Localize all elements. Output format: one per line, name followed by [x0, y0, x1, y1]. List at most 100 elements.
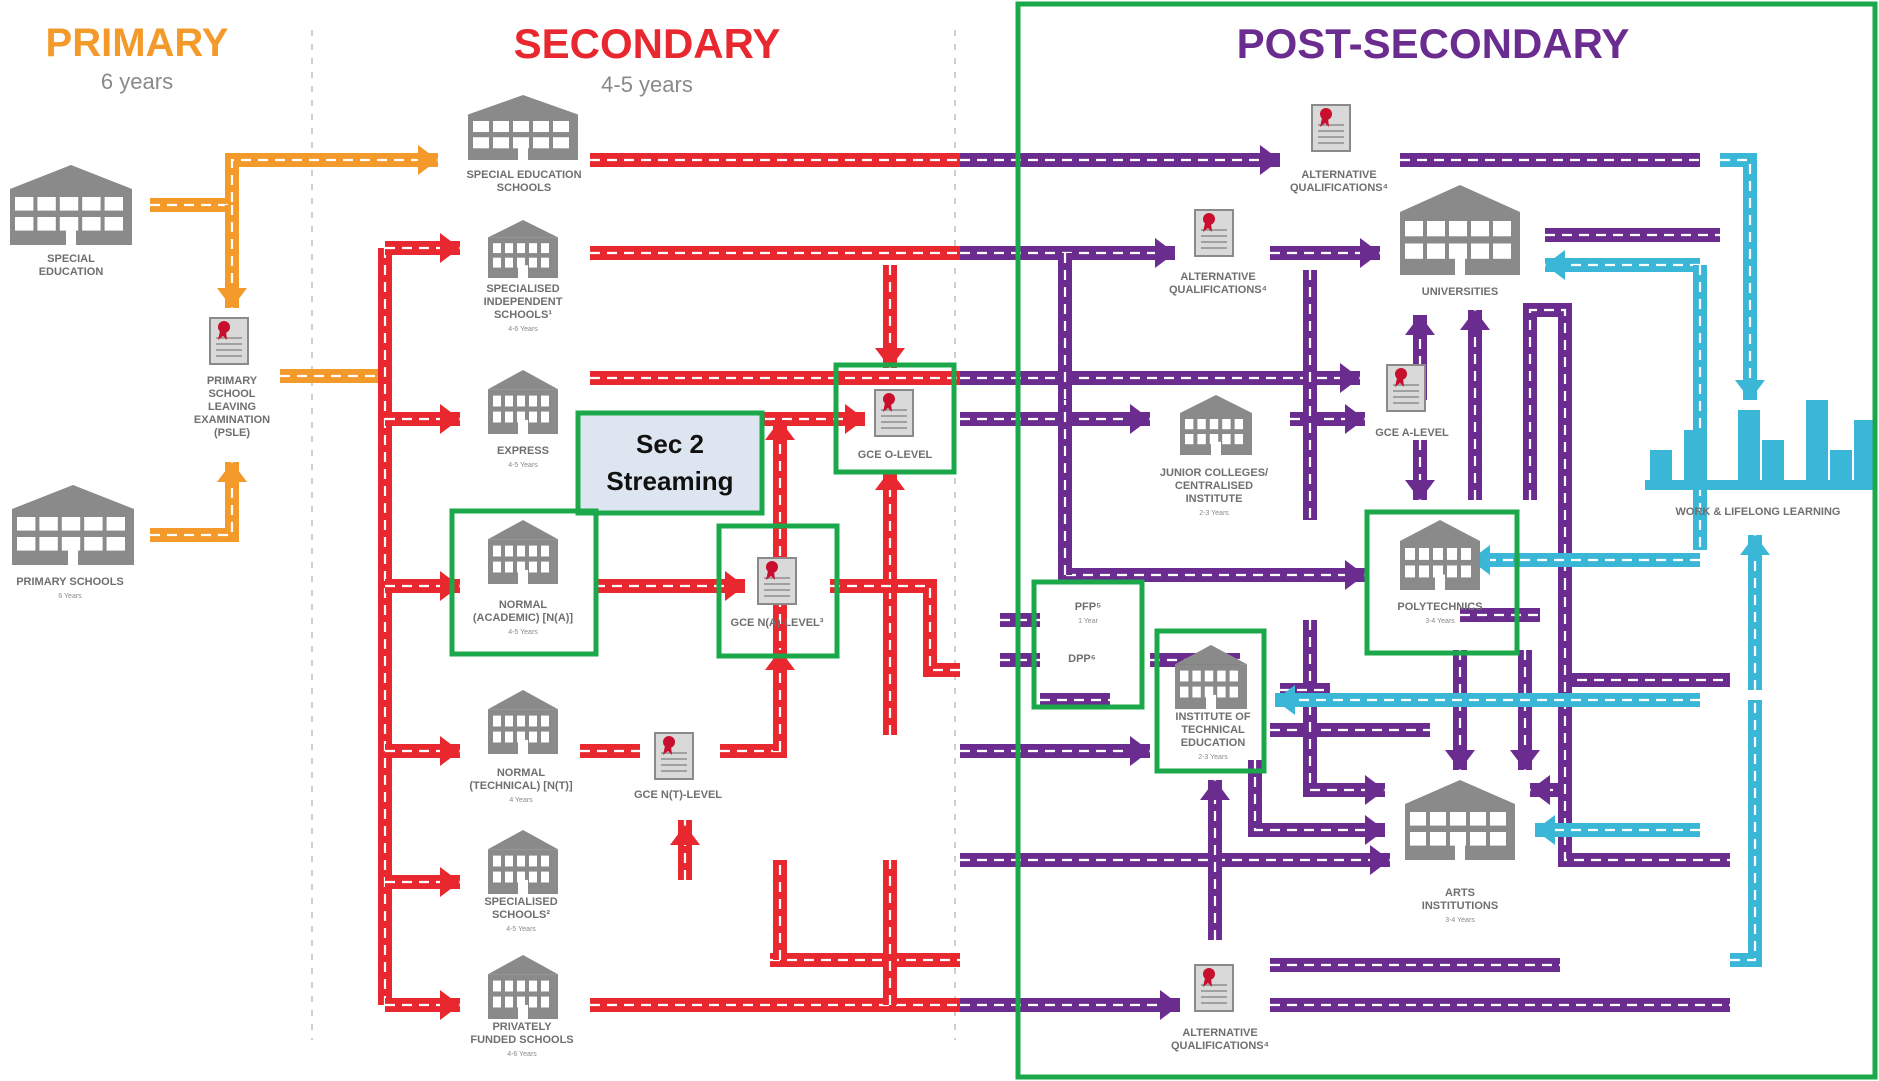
pathway-arrow [1405, 440, 1435, 500]
pathway-arrow [830, 579, 960, 677]
pathway-arrow [385, 990, 460, 1020]
arrow-head [1130, 736, 1150, 766]
normal-academic: NORMAL(ACADEMIC) [N(A)]4-5 Years [473, 520, 573, 636]
specialised-independent-schools-label-1: SPECIALISED [486, 283, 559, 295]
universities: UNIVERSITIES [1400, 185, 1520, 298]
arrow-head [440, 233, 460, 263]
arrow-head [1460, 310, 1490, 330]
school-building-icon [468, 95, 578, 160]
pathway-arrow [875, 265, 905, 368]
school-building-icon [488, 370, 558, 434]
junior-colleges-duration: 2-3 Years [1199, 510, 1229, 517]
specialised-schools-label-2: SCHOOLS² [492, 909, 550, 921]
express-label-1: EXPRESS [497, 445, 549, 457]
school-building-icon [488, 520, 558, 584]
alternative-qualifications-mid-label-2: QUALIFICATIONS⁴ [1169, 284, 1267, 296]
pathway-arrow [765, 650, 795, 751]
dpp-label-1: DPP⁶ [1068, 653, 1096, 665]
privately-funded-schools-label-1: PRIVATELY [492, 1021, 552, 1033]
school-building-icon [1400, 520, 1480, 590]
pathway-arrow [960, 363, 1360, 393]
normal-technical-label-2: (TECHNICAL) [N(T)] [469, 780, 573, 792]
ite-duration: 2-3 Years [1198, 754, 1228, 761]
post-secondary-heading: POST-SECONDARY [1237, 20, 1630, 67]
pfp-duration: 1 Year [1078, 618, 1099, 625]
pathway-arrow [1523, 303, 1572, 580]
work-lifelong-learning: WORK & LIFELONG LEARNING [1645, 400, 1876, 518]
pathway-arrow [960, 845, 1390, 875]
pathway-arrow [1535, 815, 1700, 845]
certificate-icon [1386, 364, 1426, 412]
arrow-head [440, 990, 460, 1020]
psle-label-4: EXAMINATION [194, 414, 270, 426]
pathway-arrow [150, 462, 247, 542]
arrow-head [1405, 315, 1435, 335]
secondary-years: 4-5 years [601, 72, 693, 97]
pathway-arrow [875, 470, 905, 735]
psle-label-1: PRIMARY [207, 375, 258, 387]
school-building-icon [12, 485, 134, 565]
certificate-icon [209, 317, 249, 365]
alternative-qualifications-bottom-label-2: QUALIFICATIONS⁴ [1171, 1040, 1269, 1052]
arrow-head [1160, 990, 1180, 1020]
arrow-head [670, 825, 700, 845]
school-building-icon [488, 690, 558, 754]
pathway-arrow [1303, 620, 1385, 805]
specialised-schools-duration: 4-5 Years [506, 926, 536, 933]
pathway-arrow [385, 233, 460, 263]
pathway-arrow [1740, 535, 1770, 690]
normal-academic-highlight-box [449, 508, 599, 657]
pfp-dpp-highlight-box [1031, 579, 1145, 710]
gce-o-level-highlight-box [833, 362, 957, 475]
arrow-head [217, 288, 247, 308]
alternative-qualifications-top-label-1: ALTERNATIVE [1301, 169, 1376, 181]
pathway-arrow [1720, 153, 1765, 400]
arrow-head [1735, 380, 1765, 400]
normal-academic-duration: 4-5 Years [508, 629, 538, 636]
certificate-icon [1194, 964, 1234, 1012]
school-building-icon [1180, 395, 1252, 455]
specialised-independent-schools-label-3: SCHOOLS¹ [494, 309, 552, 321]
pathway-arrow [960, 736, 1150, 766]
normal-technical-label-1: NORMAL [497, 767, 546, 779]
school-building-icon [1400, 185, 1520, 275]
arrow-head [1545, 250, 1565, 280]
arrow-head [1345, 404, 1365, 434]
arrow-head [1530, 775, 1550, 805]
psle-label-3: LEAVING [208, 401, 256, 413]
normal-technical-duration: 4 Years [509, 797, 533, 804]
pathway-arrow [1270, 238, 1380, 268]
special-education-schools-label-2: SCHOOLS [497, 182, 551, 194]
sec2-streaming-callout: Sec 2 Streaming [575, 410, 765, 516]
normal-technical: NORMAL(TECHNICAL) [N(T)] 4 Years [469, 690, 573, 804]
gce-nt-level-label-1: GCE N(T)-LEVEL [634, 789, 722, 801]
pathway-arrow [1545, 250, 1700, 280]
privately-funded-schools-label-2: FUNDED SCHOOLS [470, 1034, 573, 1046]
arrow-head [1200, 780, 1230, 800]
specialised-schools-label-1: SPECIALISED [484, 896, 557, 908]
school-building-icon [10, 165, 132, 245]
arrow-head [440, 736, 460, 766]
arrow-head [1260, 145, 1280, 175]
arrow-head [440, 404, 460, 434]
privately-funded-schools-duration: 4-6 Years [507, 1051, 537, 1058]
pathway-arrow [595, 571, 745, 601]
arrow-head [440, 867, 460, 897]
school-building-icon [1405, 780, 1515, 860]
arrow-head [1130, 404, 1150, 434]
psle-label-2: SCHOOL [208, 388, 255, 400]
psle-label-5: (PSLE) [214, 427, 250, 439]
primary-years: 6 years [101, 69, 173, 94]
arrow-head [1360, 238, 1380, 268]
alternative-qualifications-bottom-label-1: ALTERNATIVE [1182, 1027, 1257, 1039]
pathway-arrow [1248, 760, 1385, 845]
work-lifelong-learning-label-1: WORK & LIFELONG LEARNING [1676, 506, 1841, 518]
pathway-arrow [960, 990, 1180, 1020]
alternative-qualifications-mid-label-1: ALTERNATIVE [1180, 271, 1255, 283]
pathway-arrow [960, 404, 1150, 434]
school-building-icon [488, 830, 558, 894]
